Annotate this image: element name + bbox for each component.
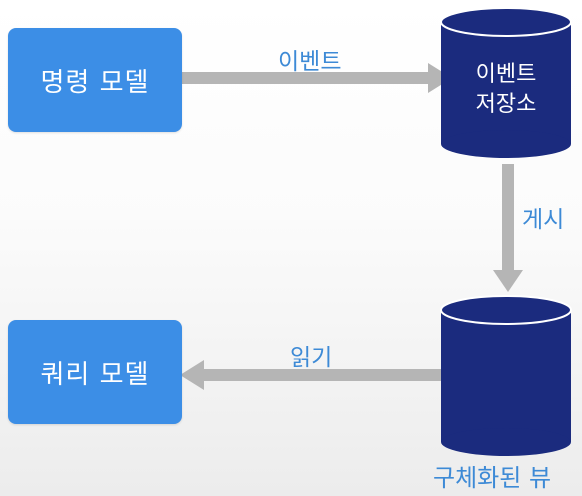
query-model-label: 쿼리 모델 bbox=[40, 359, 150, 390]
command-model-label: 명령 모델 bbox=[40, 67, 150, 98]
arrow-event bbox=[182, 63, 452, 93]
edge-label-publish: 게시 bbox=[522, 207, 565, 233]
edge-label-read: 읽기 bbox=[290, 345, 333, 371]
arrow-read bbox=[180, 360, 448, 390]
event-store-label: 이벤트 저장소 bbox=[440, 60, 572, 120]
materialized-view-cylinder bbox=[440, 295, 572, 456]
materialized-view-label: 구체화된 뷰 bbox=[433, 464, 552, 492]
command-model-box: 명령 모델 bbox=[8, 28, 182, 132]
event-store-label-line1: 이벤트 bbox=[475, 62, 537, 87]
event-store-cylinder bbox=[440, 7, 572, 158]
query-model-box: 쿼리 모델 bbox=[8, 320, 182, 424]
arrow-publish bbox=[493, 164, 523, 292]
edge-label-event: 이벤트 bbox=[278, 49, 342, 75]
event-store-label-line2: 저장소 bbox=[475, 92, 537, 117]
